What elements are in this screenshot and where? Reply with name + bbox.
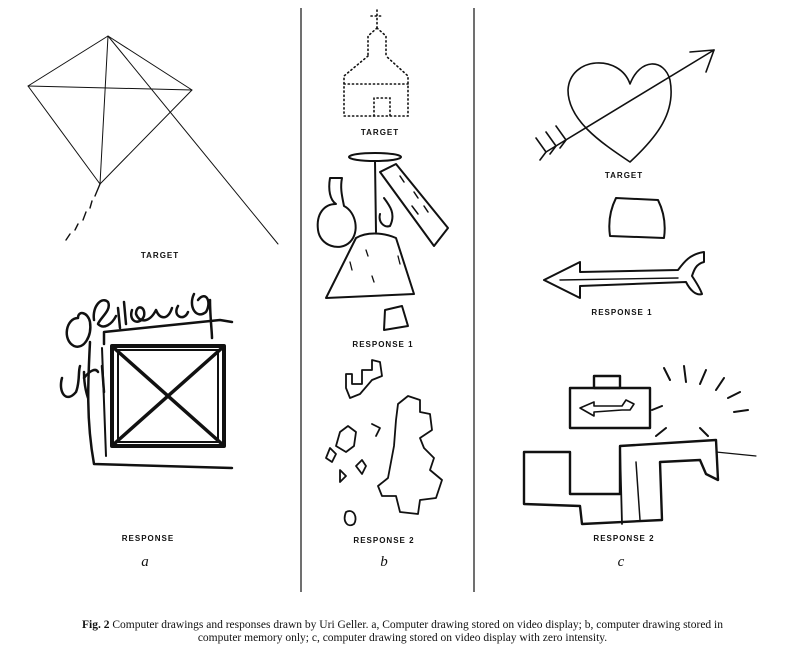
panel-c-response1-drawing	[543, 197, 705, 299]
panel-c-response1-label: RESPONSE 1	[591, 308, 653, 317]
panel-b-letter: b	[380, 554, 388, 570]
panel-c-response2-label: RESPONSE 2	[593, 534, 655, 543]
panel-a-response-label: RESPONSE	[121, 534, 175, 543]
panel-a-target-label: TARGET	[140, 251, 180, 260]
signature-drawing	[59, 292, 214, 400]
panel-b-response2-drawing	[325, 359, 443, 527]
caption-line1: Computer drawings and responses drawn by…	[112, 619, 723, 631]
panel-a-response-drawing	[86, 318, 234, 470]
caption-line2: computer memory only; c, computer drawin…	[197, 632, 608, 644]
panel-b-target-drawing	[343, 9, 409, 117]
panel-c-letter: c	[617, 554, 625, 570]
panel-b-response1-drawing	[316, 152, 449, 331]
panel-c-response2-drawing	[522, 365, 757, 526]
panel-a-target-drawing	[27, 35, 279, 245]
panel-b-target-label: TARGET	[360, 128, 400, 137]
figure-caption: Fig. 2 Computer drawings and responses d…	[20, 619, 785, 645]
panel-b-response2-label: RESPONSE 2	[353, 536, 415, 545]
panel-c-target-label: TARGET	[604, 171, 644, 180]
panel-c-target-drawing	[535, 49, 715, 163]
caption-fig-label: Fig. 2	[81, 619, 110, 631]
panel-a-letter: a	[141, 554, 149, 570]
panel-b-response1-label: RESPONSE 1	[352, 340, 414, 349]
